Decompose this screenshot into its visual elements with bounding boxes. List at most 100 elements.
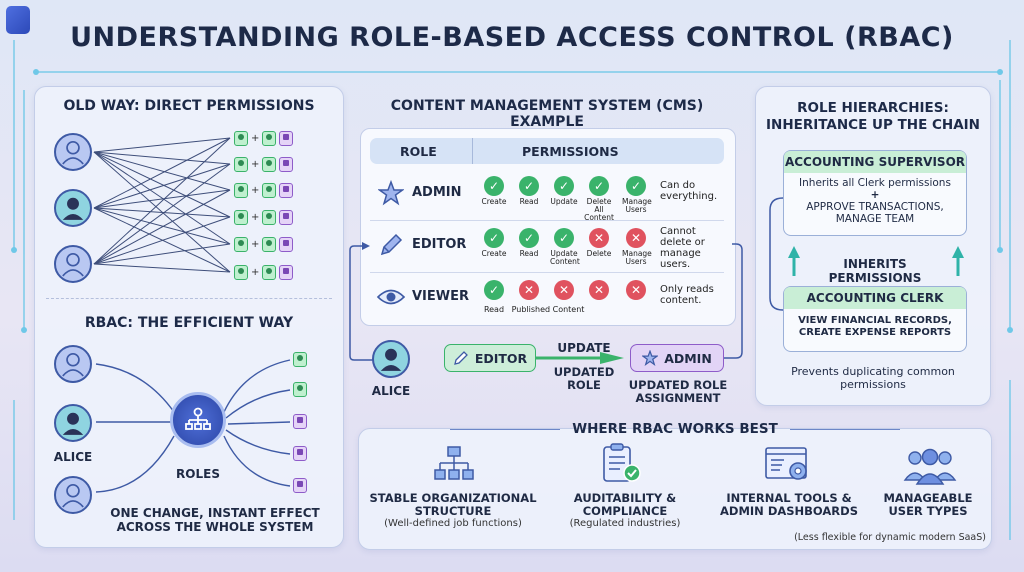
perm-editor-2: ✓Read [515,228,543,258]
supervisor-details: Inherits all Clerk permissions + APPROVE… [784,173,966,231]
best-title: WHERE RBAC WORKS BEST [572,421,778,437]
perm-editor-1: ✓Create [480,228,508,258]
permission-set-4: + [234,210,294,225]
hierarchy-title: ROLE HIERARCHIES: INHERITANCE UP THE CHA… [755,100,991,134]
clerk-name: ACCOUNTING CLERK [784,287,966,309]
perm-viewer-published-label: Published Content [511,305,585,314]
permissions-column-header: PERMISSIONS [522,144,619,159]
cms-title: CONTENT MANAGEMENT SYSTEM (CMS) EXAMPLE [390,98,704,130]
row-desc-viewer: Only reads content. [660,284,714,306]
supervisor-line2: APPROVE TRANSACTIONS, [806,201,944,213]
rbac-caption-line1: ONE CHANGE, INSTANT EFFECT [110,506,320,520]
editor-role-pill: EDITOR [444,344,536,372]
perm-admin-4: ✓Delete All Content [583,176,615,222]
best-panel [358,428,992,550]
alice-flow-avatar [372,340,410,378]
role-name-viewer: VIEWER [412,289,470,304]
pencil-icon [453,351,468,365]
role-assignment-line2: ASSIGNMENT [635,391,721,405]
role-assignment-line1: UPDATED ROLE [628,378,728,392]
permission-set-1: + [234,131,294,146]
role-name-admin: ADMIN [412,185,462,200]
perm-admin-2: ✓Read [515,176,543,206]
hierarchy-note-line2: permissions [840,378,906,391]
user-avatar-1 [54,133,92,171]
perm-viewer-4: ✕ [585,280,613,300]
row-divider [370,272,724,273]
permission-set-3: + [234,183,294,198]
supervisor-name: ACCOUNTING SUPERVISOR [784,151,966,173]
rbac-title: RBAC: THE EFFICIENT WAY [84,315,294,331]
clipboard-check-icon [603,443,641,482]
user-avatar-5 [54,476,92,514]
role-update-flow-lines [349,242,743,364]
updated-role-line2: ROLE [567,378,601,392]
perm-editor-3: ✓Update Content [550,228,580,266]
row-desc-editor: Cannot delete or manage users. [660,226,705,270]
updated-role-line1: UPDATED [553,365,615,379]
clerk-card: ACCOUNTING CLERK VIEW FINANCIAL RECORDS,… [783,286,967,352]
perm-viewer-1: ✓ [480,280,508,300]
clerk-line2: CREATE EXPENSE REPORTS [798,327,952,338]
rbac-permission-1 [293,352,307,367]
row-desc-admin: Can do everything. [660,180,718,202]
clerk-details: VIEW FINANCIAL RECORDS, CREATE EXPENSE R… [784,309,966,345]
user-avatar-2 [54,189,92,227]
star-icon [642,350,659,366]
rbac-caption-line2: ACROSS THE WHOLE SYSTEM [116,520,314,534]
inherits-permissions-label: INHERITS PERMISSIONS [828,257,922,285]
permission-set-6: + [234,265,294,280]
header-separator [472,138,473,164]
rbac-caption: ONE CHANGE, INSTANT EFFECT ACROSS THE WH… [100,506,330,534]
updated-role-label: UPDATED ROLE [545,366,623,392]
app-logo [6,6,30,34]
role-assignment-label: UPDATED ROLE ASSIGNMENT [620,379,736,405]
best-item-compliance: AUDITABILITY & COMPLIANCE (Regulated ind… [569,491,681,530]
alice-flow-label: ALICE [371,384,411,398]
rbac-connections [95,359,291,493]
org-chart-icon [434,446,474,480]
alice-label: ALICE [53,450,93,464]
best-title-rule-left [450,429,560,430]
perm-viewer-2: ✕ [515,280,543,300]
star-icon [378,180,404,206]
best-item-org-structure: STABLE ORGANIZATIONAL STRUCTURE (Well-de… [369,491,537,530]
old-way-connections [93,137,231,273]
supervisor-line3: MANAGE TEAM [835,213,915,225]
cms-table-header: ROLE PERMISSIONS [370,138,724,164]
best-title-rule-right [790,429,900,430]
perm-admin-1: ✓Create [480,176,508,206]
hierarchy-title-line2: INHERITANCE UP THE CHAIN [766,117,980,133]
inherit-arrows [769,197,964,311]
perm-admin-5: ✓Manage Users [622,176,652,214]
eye-icon [376,289,406,305]
rbac-permission-4 [293,446,307,461]
hierarchy-title-line1: ROLE HIERARCHIES: [797,100,949,116]
perm-editor-5: ✕Manage Users [622,228,652,266]
roles-hub [170,392,226,448]
rbac-permission-3 [293,414,307,429]
admin-role-pill: ADMIN [630,344,724,372]
hierarchy-note-line1: Prevents duplicating common [791,365,955,378]
left-divider [46,298,332,299]
user-group-icon [903,448,957,485]
perm-editor-4: ✕Delete [585,228,613,258]
perm-viewer-3: ✕ [550,280,578,300]
hierarchy-icon [185,407,211,430]
rbac-permission-5 [293,478,307,493]
supervisor-plus: + [870,189,880,201]
old-way-title: OLD WAY: DIRECT PERMISSIONS [63,98,315,114]
hierarchy-note: Prevents duplicating common permissions [770,365,976,391]
perm-admin-3: ✓Update [550,176,578,206]
rbac-permission-2 [293,382,307,397]
best-footnote: (Less flexible for dynamic modern SaaS) [794,532,986,543]
pencil-icon [380,233,403,256]
perm-viewer-5: ✕ [622,280,650,300]
permission-set-2: + [234,157,294,172]
update-arrow-label: UPDATE [557,341,611,355]
best-item-internal-tools: INTERNAL TOOLS & ADMIN DASHBOARDS [720,491,858,518]
row-divider [370,220,724,221]
table-row-viewer: VIEWER ✓ ✕ ✕ ✕ ✕ Read Published Content … [370,274,724,322]
role-name-editor: EDITOR [412,237,467,252]
alice-avatar [54,404,92,442]
